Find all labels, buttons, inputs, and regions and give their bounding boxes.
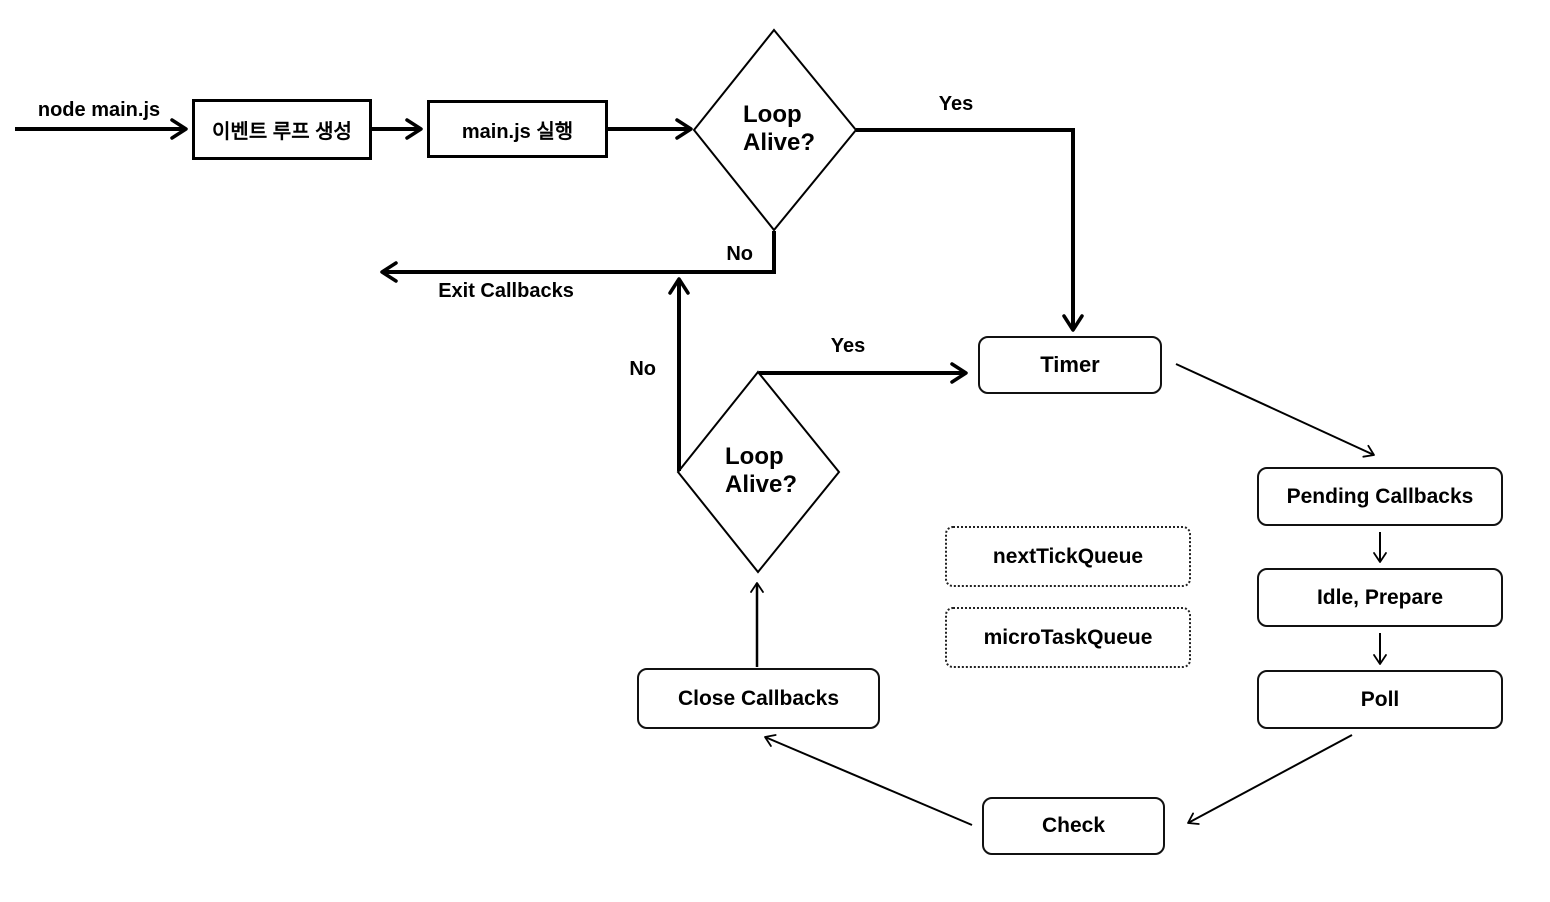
decision-loop-alive-top-label: Loop Alive? bbox=[743, 101, 815, 157]
node-micro-task-queue-label: microTaskQueue bbox=[983, 625, 1153, 649]
decision-loop-alive-top-line1: Loop bbox=[743, 101, 802, 128]
node-create-event-loop: 이벤트 루프 생성 bbox=[192, 99, 372, 160]
node-pending-callbacks-label: Pending Callbacks bbox=[1286, 484, 1474, 508]
decision-loop-alive-top-shape bbox=[692, 28, 858, 232]
node-timer: Timer bbox=[978, 336, 1162, 394]
no-inner-label: No bbox=[629, 358, 656, 380]
no-top-label: No bbox=[726, 243, 753, 265]
node-poll: Poll bbox=[1257, 670, 1503, 729]
node-micro-task-queue: microTaskQueue bbox=[945, 607, 1191, 668]
yes-top-label: Yes bbox=[938, 93, 974, 115]
node-check-label: Check bbox=[1041, 814, 1106, 837]
edge-loop-alive-yes-to-timer bbox=[856, 128, 1084, 332]
node-idle-prepare: Idle, Prepare bbox=[1257, 568, 1503, 627]
node-create-event-loop-label: 이벤트 루프 생성 bbox=[212, 121, 352, 143]
exit-callbacks-label: Exit Callbacks bbox=[438, 280, 574, 302]
edge-timer-to-pending bbox=[1175, 363, 1375, 458]
node-next-tick-queue-label: nextTickQueue bbox=[992, 544, 1144, 568]
decision-loop-alive-top-line2: Alive? bbox=[743, 129, 816, 156]
decision-loop-alive-inner-line1: Loop bbox=[725, 443, 784, 470]
edge-check-to-close bbox=[764, 734, 973, 826]
edge-loop-alive-no-exit bbox=[380, 231, 776, 283]
node-run-main: main.js 실행 bbox=[427, 100, 608, 158]
decision-loop-alive-inner-shape bbox=[676, 370, 841, 574]
node-close-callbacks: Close Callbacks bbox=[637, 668, 880, 729]
node-close-callbacks-label: Close Callbacks bbox=[677, 686, 840, 710]
edge-poll-to-check bbox=[1187, 734, 1353, 825]
decision-loop-alive-inner-line2: Alive? bbox=[725, 471, 798, 498]
node-idle-prepare-label: Idle, Prepare bbox=[1316, 585, 1444, 609]
node-poll-label: Poll bbox=[1360, 687, 1400, 711]
node-next-tick-queue: nextTickQueue bbox=[945, 526, 1191, 587]
node-timer-label: Timer bbox=[1040, 352, 1100, 377]
decision-loop-alive-inner-label: Loop Alive? bbox=[725, 443, 797, 499]
node-run-main-label: main.js 실행 bbox=[461, 120, 574, 143]
start-label: node main.js bbox=[37, 99, 161, 121]
yes-inner-label: Yes bbox=[830, 335, 866, 357]
node-check: Check bbox=[982, 797, 1165, 855]
node-pending-callbacks: Pending Callbacks bbox=[1257, 467, 1503, 526]
